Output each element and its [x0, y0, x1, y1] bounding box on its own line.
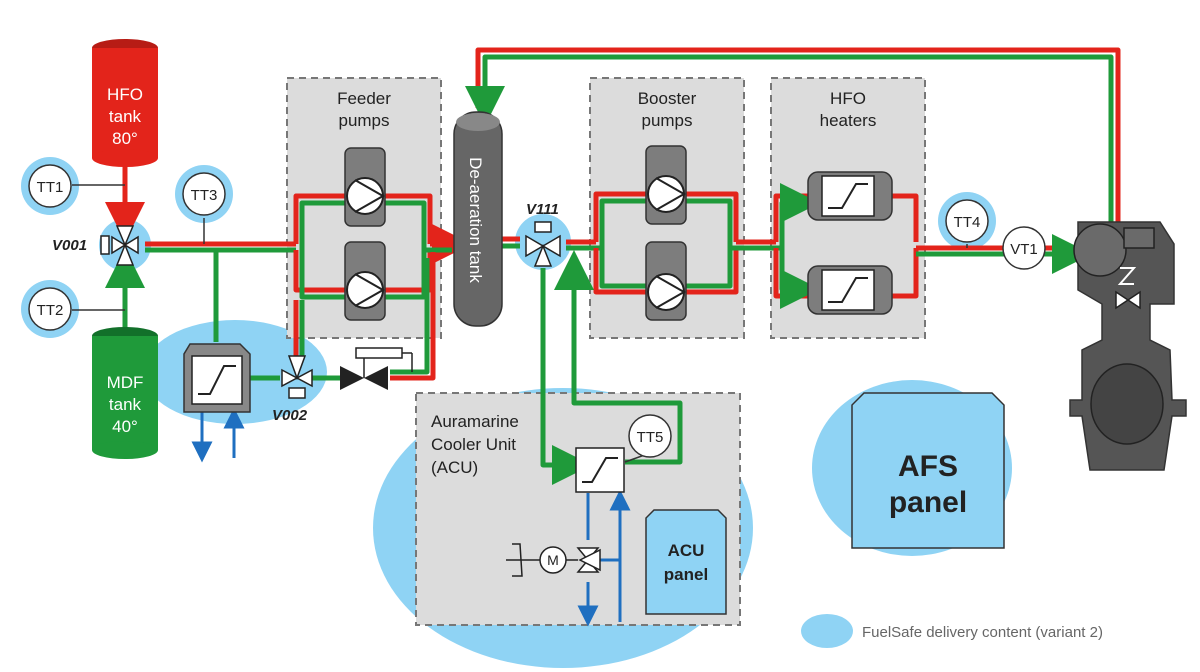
sensor-tt2: TT2: [28, 287, 72, 331]
pipe-acu-return: [554, 250, 683, 465]
feeder-pump-1: [344, 147, 386, 227]
tt5-label: TT5: [637, 429, 664, 446]
sensor-tt3: TT3: [182, 172, 226, 216]
acu-panel-label-2: panel: [664, 565, 708, 584]
heaters-label-2: heaters: [820, 111, 877, 130]
booster-pump-1: [645, 145, 687, 225]
booster-label-2: pumps: [641, 111, 692, 130]
vt1-label: VT1: [1010, 241, 1038, 258]
engine: [1069, 221, 1187, 471]
feeder-pump-2: [344, 241, 386, 321]
valve-v002[interactable]: [281, 355, 313, 399]
pipe-heater-top-green: [779, 183, 820, 248]
legend-text: FuelSafe delivery content (variant 2): [862, 624, 1103, 641]
acu-cooler: [575, 447, 625, 493]
pipe-return-top-red: [475, 47, 1121, 222]
hfo-tank: HFO tank 80°: [92, 39, 158, 167]
hfo-tank-label-2: tank: [109, 107, 142, 126]
feeder-label-2: pumps: [338, 111, 389, 130]
valve-v001[interactable]: [100, 225, 139, 266]
pipes: [105, 47, 1121, 485]
acu-label-1: Auramarine: [431, 412, 519, 431]
pipe-return-top-green: [465, 54, 1114, 222]
motor-label: M: [547, 552, 559, 568]
sensor-tt5: TT5: [628, 414, 672, 458]
pipe-reg-out-green: [390, 258, 430, 375]
mdf-tank-label-3: 40°: [112, 417, 138, 436]
acu-motor: M: [506, 543, 567, 577]
legend: FuelSafe delivery content (variant 2): [801, 614, 1103, 648]
hfo-tank-label-1: HFO: [107, 85, 143, 104]
deaeration-label: De-aeration tank: [466, 157, 485, 283]
valve-v111[interactable]: [525, 221, 561, 267]
acu-panel-label-1: ACU: [668, 541, 705, 560]
sensor-tt1: TT1: [28, 164, 72, 208]
v002-label: V002: [272, 407, 308, 424]
tt3-label: TT3: [191, 187, 218, 204]
pressure-regulating-valve: [340, 347, 413, 390]
hfo-heater-2: [807, 265, 893, 315]
tt2-label: TT2: [37, 302, 64, 319]
acu-label-3: (ACU): [431, 458, 478, 477]
fuel-cooler: [183, 343, 251, 413]
legend-swatch: [801, 614, 853, 648]
heaters-label-1: HFO: [830, 89, 866, 108]
hfo-tank-label-3: 80°: [112, 129, 138, 148]
water-lines: [191, 407, 631, 627]
tt1-label: TT1: [37, 179, 64, 196]
afs-panel-label-2: panel: [889, 486, 967, 519]
acu-label-2: Cooler Unit: [431, 435, 516, 454]
booster-pump-2: [645, 241, 687, 321]
pipe-reg-out-red: [390, 252, 436, 381]
tt4-label: TT4: [954, 214, 981, 231]
afs-panel: AFS panel: [851, 392, 1005, 549]
mdf-tank-label-1: MDF: [107, 373, 144, 392]
mdf-tank: MDF tank 40°: [92, 327, 158, 459]
feeder-label-1: Feeder: [337, 89, 391, 108]
afs-panel-label-1: AFS: [898, 450, 958, 483]
booster-label-1: Booster: [638, 89, 697, 108]
acu-water-valve: [566, 547, 601, 573]
v111-label: V111: [526, 201, 559, 218]
pipe-acu-down: [540, 268, 592, 485]
sensor-vt1: VT1: [1002, 226, 1046, 270]
deaeration-tank: De-aeration tank: [453, 111, 503, 327]
pipe-heater-bot-green: [779, 248, 820, 309]
hfo-heater-1: [807, 171, 893, 221]
mdf-tank-label-2: tank: [109, 395, 142, 414]
v001-label: V001: [52, 237, 87, 254]
sensor-tt4: TT4: [945, 199, 989, 243]
acu-panel: ACU panel: [645, 509, 727, 615]
